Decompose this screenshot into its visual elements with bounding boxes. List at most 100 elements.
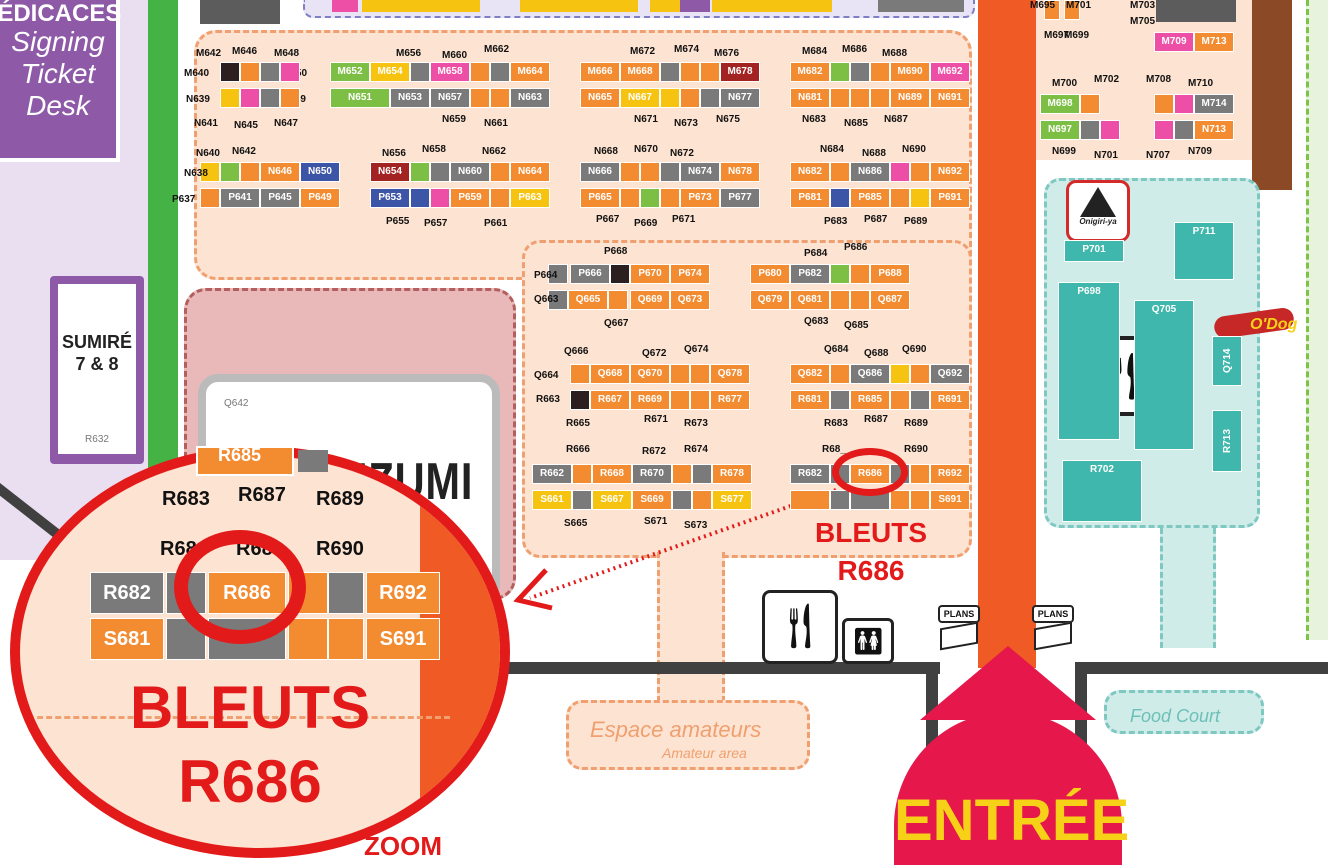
label-p668: P668 [604,246,628,257]
booth-unlabeled [260,62,280,82]
label-n683: N683 [802,114,826,125]
plans-icon-right: PLANS [1030,604,1076,651]
food-booth-p711: P711 [1174,222,1234,280]
plans-label: PLANS [937,605,981,623]
amateur-area-box [566,700,810,770]
booth-q682: Q682 [790,364,830,384]
booth-n653: N653 [390,88,430,108]
food-booth-p701: P701 [1064,240,1124,262]
booth-unlabeled [870,62,890,82]
label-m674: M674 [674,44,700,55]
booth-unlabeled [220,162,240,182]
label-m703: M703 [1130,0,1156,11]
top-strip-booth [680,0,710,12]
booth-unlabeled [280,62,300,82]
label-s665: S665 [564,518,588,529]
booth-unlabeled [1154,120,1174,140]
booth-unlabeled [620,188,640,208]
label-m660: M660 [442,50,468,61]
booth-r692: R692 [930,464,970,484]
booth-n677: N677 [720,88,760,108]
top-strip-booth [200,0,280,24]
booth-unlabeled [910,490,930,510]
label-n675: N675 [716,114,740,125]
label-n659: N659 [442,114,466,125]
label-p657: P657 [424,218,448,229]
booth-unlabeled [1100,120,1120,140]
label-m710: M710 [1188,78,1214,89]
pointer-line [529,488,837,600]
label-q683: Q683 [804,316,829,327]
food-booth-r702: R702 [1062,460,1142,522]
booth-n660: N660 [450,162,490,182]
label-q690: Q690 [902,344,927,355]
booth-unlabeled [1080,94,1100,114]
booth-p649: P649 [300,188,340,208]
label-q672: Q672 [642,348,667,359]
label-q685: Q685 [844,320,869,331]
label-q664: Q664 [534,370,559,381]
booth-s667: S667 [592,490,632,510]
booth-q686: Q686 [850,364,890,384]
entrance-label: ENTRÉE [894,788,1130,853]
zoom-booth-s681: S681 [90,618,164,660]
label-n668: N668 [594,146,618,157]
sumire-code: R632 [85,434,109,445]
label-s671: S671 [644,516,668,527]
top-strip-booth [332,0,358,12]
booth-r681: R681 [790,390,830,410]
right-green-zone [1306,0,1328,640]
top-strip-booth [878,0,964,12]
booth-unlabeled [200,162,220,182]
top-strip-booth [362,0,480,12]
label-m640: M640 [184,68,210,79]
label-n687: N687 [884,114,908,125]
booth-unlabeled [410,62,430,82]
top-strip-booth [650,0,680,12]
booth-s691: S691 [930,490,970,510]
label-m676: M676 [714,48,740,59]
booth-unlabeled [640,188,660,208]
booth-p670: P670 [630,264,670,284]
booth-n654: N654 [370,162,410,182]
booth-m654: M654 [370,62,410,82]
target-name: BLEUTS [815,517,927,548]
booth-q681: Q681 [790,290,830,310]
label-r672: R672 [642,446,666,457]
booth-unlabeled [1044,0,1060,20]
booth-unlabeled [910,162,930,182]
zoom-dark-top-booth [298,450,328,472]
label-p655: P655 [386,216,410,227]
booth-n682: N682 [790,162,830,182]
sumire-stand: SUMIRÉ 7 & 8 R632 [50,276,144,464]
booth-unlabeled [830,264,850,284]
booth-unlabeled [548,290,568,310]
booth-n713: N713 [1194,120,1234,140]
booth-unlabeled [680,62,700,82]
zoom-label-r683: R683 [162,488,210,510]
booth-m678: M678 [720,62,760,82]
food-court-label: Food Court [1130,706,1221,726]
booth-n667: N667 [620,88,660,108]
label-q688: Q688 [864,348,889,359]
label-p671: P671 [672,214,696,225]
signing-title: DÉDICACES [0,0,122,27]
booth-q669: Q669 [630,290,670,310]
booth-p673: P673 [680,188,720,208]
label-n670: N670 [634,144,658,155]
label-n642: N642 [232,146,256,157]
booth-p691: P691 [930,188,970,208]
food-booth-p698: P698 [1058,282,1120,440]
booth-unlabeled [1174,120,1194,140]
booth-p677: P677 [720,188,760,208]
label-m697: M697 [1044,30,1070,41]
booth-m698: M698 [1040,94,1080,114]
booth-unlabeled [890,162,910,182]
booth-unlabeled [850,88,870,108]
label-m686: M686 [842,44,868,55]
booth-unlabeled [700,62,720,82]
booth-unlabeled [830,88,850,108]
booth-n666: N666 [580,162,620,182]
label-q666: Q666 [564,346,589,357]
